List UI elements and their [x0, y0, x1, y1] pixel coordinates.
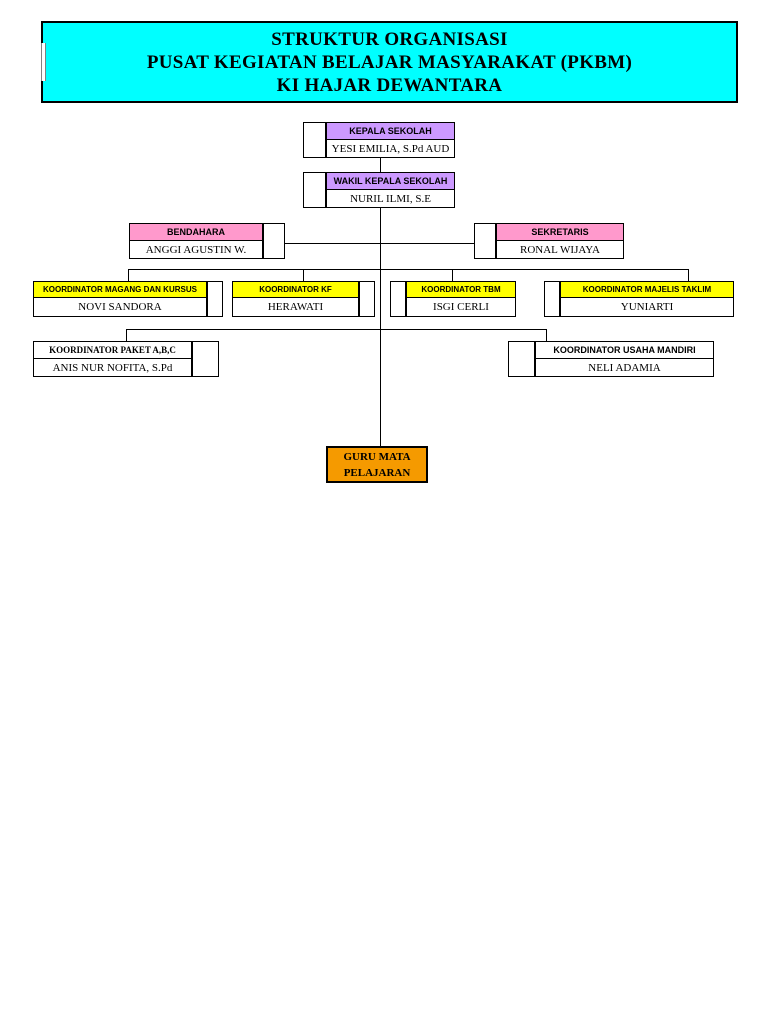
bendahara-stub — [263, 223, 285, 259]
kepala-sekolah-stub — [303, 122, 326, 158]
node-wakil-kepala-sekolah[interactable]: WAKIL KEPALA SEKOLAH NURIL ILMI, S.E — [303, 172, 455, 208]
koordinator-usaha-mandiri-name: NELI ADAMIA — [536, 359, 713, 376]
koordinator-kf-name: HERAWATI — [233, 298, 358, 316]
koordinator-tbm-stub — [390, 281, 406, 317]
koordinator-paket-title: KOORDINATOR PAKET A,B,C — [34, 342, 191, 359]
koordinator-paket-name: ANIS NUR NOFITA, S.Pd — [34, 359, 191, 376]
header-title-line-1: STRUKTUR ORGANISASI — [271, 28, 508, 50]
node-koordinator-magang-dan-kursus[interactable]: KOORDINATOR MAGANG DAN KURSUS NOVI SANDO… — [33, 281, 223, 317]
connector-drop-kf — [303, 269, 304, 282]
connector-drop-magang — [128, 269, 129, 282]
koordinator-majelis-taklim-name: YUNIARTI — [561, 298, 733, 316]
sekretaris-name: RONAL WIJAYA — [497, 241, 623, 258]
wakil-kepala-sekolah-stub — [303, 172, 326, 208]
koordinator-kf-title: KOORDINATOR KF — [233, 282, 358, 298]
connector-bendahara-sekretaris-bus — [284, 243, 480, 244]
koordinator-usaha-mandiri-title: KOORDINATOR USAHA MANDIRI — [536, 342, 713, 359]
wakil-kepala-sekolah-title: WAKIL KEPALA SEKOLAH — [327, 173, 454, 190]
koordinator-paket-stub — [192, 341, 219, 377]
koordinator-paket-body: KOORDINATOR PAKET A,B,C ANIS NUR NOFITA,… — [33, 341, 192, 377]
koordinator-kf-stub — [359, 281, 375, 317]
connector-lower-coordinator-bus — [126, 329, 546, 330]
koordinator-magang-name: NOVI SANDORA — [34, 298, 206, 316]
node-guru-mata-pelajaran[interactable]: GURU MATA PELAJARAN — [326, 446, 428, 483]
header-title-line-3: KI HAJAR DEWANTARA — [276, 74, 503, 96]
node-kepala-sekolah[interactable]: KEPALA SEKOLAH YESI EMILIA, S.Pd AUD — [303, 122, 455, 158]
koordinator-majelis-taklim-title: KOORDINATOR MAJELIS TAKLIM — [561, 282, 733, 298]
guru-mata-pelajaran-line-2: PELAJARAN — [343, 466, 411, 479]
node-koordinator-tbm[interactable]: KOORDINATOR TBM ISGI CERLI — [390, 281, 516, 317]
sekretaris-title: SEKRETARIS — [497, 224, 623, 241]
koordinator-magang-title: KOORDINATOR MAGANG DAN KURSUS — [34, 282, 206, 298]
connector-coordinator-bus — [128, 269, 688, 270]
koordinator-tbm-title: KOORDINATOR TBM — [407, 282, 515, 298]
koordinator-tbm-name: ISGI CERLI — [407, 298, 515, 316]
node-koordinator-usaha-mandiri[interactable]: KOORDINATOR USAHA MANDIRI NELI ADAMIA — [508, 341, 714, 377]
sekretaris-stub — [474, 223, 496, 259]
koordinator-tbm-body: KOORDINATOR TBM ISGI CERLI — [406, 281, 516, 317]
koordinator-majelis-taklim-stub — [544, 281, 560, 317]
guru-mata-pelajaran-line-1: GURU MATA — [343, 450, 411, 463]
node-koordinator-majelis-taklim[interactable]: KOORDINATOR MAJELIS TAKLIM YUNIARTI — [544, 281, 734, 317]
node-koordinator-paket-abc[interactable]: KOORDINATOR PAKET A,B,C ANIS NUR NOFITA,… — [33, 341, 219, 377]
connector-central-spine — [380, 158, 381, 446]
koordinator-magang-stub — [207, 281, 223, 317]
koordinator-magang-body: KOORDINATOR MAGANG DAN KURSUS NOVI SANDO… — [33, 281, 207, 317]
node-bendahara[interactable]: BENDAHARA ANGGI AGUSTIN W. — [129, 223, 285, 259]
kepala-sekolah-name: YESI EMILIA, S.Pd AUD — [327, 140, 454, 157]
bendahara-name: ANGGI AGUSTIN W. — [130, 241, 262, 258]
header-title-line-2: PUSAT KEGIATAN BELAJAR MASYARAKAT (PKBM) — [146, 51, 633, 73]
wakil-kepala-sekolah-name: NURIL ILMI, S.E — [327, 190, 454, 207]
koordinator-usaha-mandiri-stub — [508, 341, 535, 377]
connector-drop-tbm — [452, 269, 453, 282]
connector-drop-usaha-mandiri — [546, 329, 547, 342]
chart-header-banner: STRUKTUR ORGANISASI PUSAT KEGIATAN BELAJ… — [41, 21, 738, 103]
sekretaris-body: SEKRETARIS RONAL WIJAYA — [496, 223, 624, 259]
connector-drop-majelis-taklim — [688, 269, 689, 282]
wakil-kepala-sekolah-body: WAKIL KEPALA SEKOLAH NURIL ILMI, S.E — [326, 172, 455, 208]
node-koordinator-kf[interactable]: KOORDINATOR KF HERAWATI — [232, 281, 375, 317]
bendahara-title: BENDAHARA — [130, 224, 262, 241]
header-left-tab-decoration — [41, 43, 46, 81]
node-sekretaris[interactable]: SEKRETARIS RONAL WIJAYA — [474, 223, 624, 259]
koordinator-usaha-mandiri-body: KOORDINATOR USAHA MANDIRI NELI ADAMIA — [535, 341, 714, 377]
koordinator-kf-body: KOORDINATOR KF HERAWATI — [232, 281, 359, 317]
koordinator-majelis-taklim-body: KOORDINATOR MAJELIS TAKLIM YUNIARTI — [560, 281, 734, 317]
bendahara-body: BENDAHARA ANGGI AGUSTIN W. — [129, 223, 263, 259]
kepala-sekolah-body: KEPALA SEKOLAH YESI EMILIA, S.Pd AUD — [326, 122, 455, 158]
kepala-sekolah-title: KEPALA SEKOLAH — [327, 123, 454, 140]
connector-drop-paket — [126, 329, 127, 342]
